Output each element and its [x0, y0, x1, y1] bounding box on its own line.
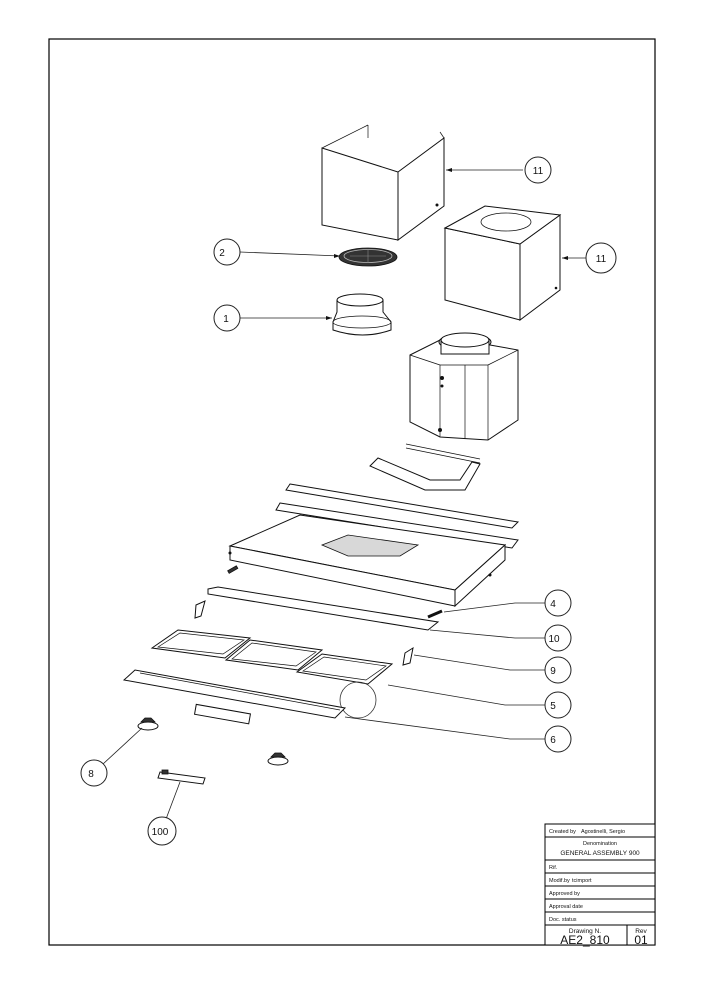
tb-approval-date-label: Approval date: [549, 904, 583, 910]
callout-4: 4: [544, 589, 572, 617]
tb-modif-value: tcimport: [572, 878, 592, 884]
part-bracket-frame: [369, 443, 481, 491]
tb-rif-label: Rif.: [549, 865, 558, 871]
tb-drawing-n-label: Drawing N.: [569, 928, 601, 935]
tb-created-by-value: Agostinelli, Sergio: [581, 829, 625, 835]
part-clip-left: [227, 565, 239, 574]
callout-100: 100: [147, 816, 177, 846]
callout-2: 2: [213, 238, 241, 266]
part-grid-2: [338, 247, 398, 267]
tb-created-by-label: Created by: [549, 829, 576, 835]
part-grease-filters-5: [150, 629, 394, 719]
callout-label: 100: [152, 827, 169, 838]
tb-modif-label: Modif.by: [549, 878, 570, 884]
callout-label: 5: [550, 701, 556, 712]
callout-11-lower: 11: [585, 242, 617, 274]
callout-label: 9: [550, 666, 556, 677]
tb-doc-status-label: Doc. status: [549, 917, 577, 923]
callout-1: 1: [213, 304, 241, 332]
part-clip-4: [427, 609, 443, 619]
callout-8: 8: [80, 759, 108, 787]
part-hood-body: [228, 514, 507, 608]
callout-label: 1: [223, 314, 229, 325]
part-control-100: [157, 769, 206, 785]
part-front-panel-10: [207, 586, 440, 631]
title-block: Created by Agostinelli, Sergio Denominat…: [544, 823, 656, 947]
part-top-rails: [275, 483, 520, 549]
callout-label: 6: [550, 735, 556, 746]
tb-rev-label: Rev: [635, 928, 647, 935]
callout-label: 4: [550, 599, 556, 610]
callout-label: 11: [596, 254, 607, 265]
callout-label: 2: [219, 248, 225, 259]
tb-approved-by-label: Approved by: [549, 891, 580, 897]
tb-denomination-value: GENERAL ASSEMBLY 900: [560, 850, 640, 857]
part-chimney-cover-lower: [443, 205, 562, 321]
leader-lines: [102, 168, 586, 820]
callout-label: 10: [548, 634, 560, 645]
callout-11-upper: 11: [524, 156, 552, 184]
callout-6: 6: [544, 725, 572, 753]
callout-10: 10: [544, 624, 572, 652]
part-lamp-8: [137, 717, 289, 766]
callout-label: 11: [533, 166, 544, 177]
sheet-border: [48, 38, 656, 946]
part-motor-housing: [409, 332, 519, 441]
part-lower-frame-6: [122, 669, 347, 725]
part-handle-9: [194, 600, 414, 666]
part-chimney-cover-upper: [321, 124, 445, 241]
part-collar-1: [332, 293, 392, 336]
tb-drawing-n-value: AE2_810: [560, 933, 610, 947]
callout-label: 8: [88, 769, 94, 780]
tb-denomination-label: Denomination: [583, 841, 617, 847]
callout-9: 9: [544, 656, 572, 684]
tb-rev-value: 01: [634, 933, 648, 947]
callout-5: 5: [544, 691, 572, 719]
